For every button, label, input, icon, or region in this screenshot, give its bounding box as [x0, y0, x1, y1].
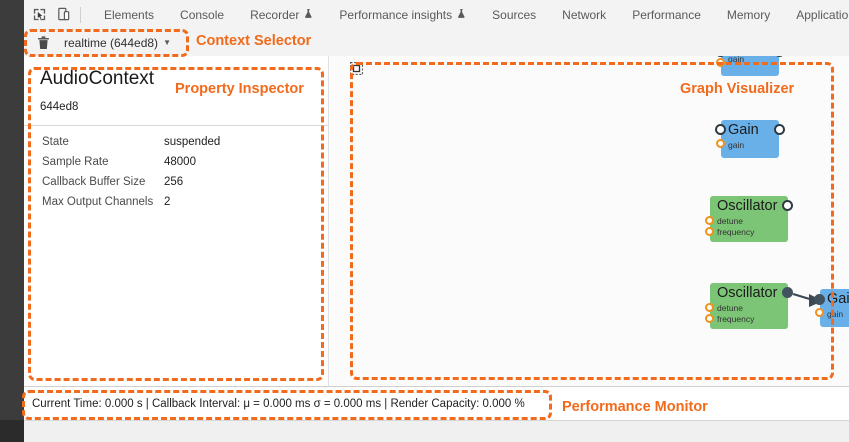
tab-application-label: Application [796, 7, 849, 22]
tab-memory-label: Memory [726, 7, 771, 22]
graph-node-param: detune [717, 303, 743, 313]
tab-console-label: Console [180, 7, 225, 22]
node-param-port-frequency[interactable] [705, 314, 714, 323]
graph-node-params: gain [820, 308, 849, 320]
tab-network[interactable]: Network [549, 0, 619, 29]
node-param-port-frequency[interactable] [705, 227, 714, 236]
resize-handle-icon[interactable] [349, 61, 364, 76]
node-param-port-gain[interactable] [815, 308, 824, 317]
graph-node-title: Oscillator [717, 285, 778, 301]
node-input-port[interactable] [715, 124, 726, 135]
tab-sources-label: Sources [492, 7, 537, 22]
graph-visualizer-pane[interactable]: Gain gain Gain gain Oscillator [330, 56, 849, 386]
devtools-tab-strip: Elements Console Recorder Performance in… [24, 0, 849, 30]
trash-icon[interactable] [32, 32, 54, 54]
graph-node-oscillator[interactable]: Oscillator detune frequency [705, 283, 793, 329]
graph-node-gain[interactable]: Gain gain [814, 289, 849, 327]
graph-node-params: gain [721, 56, 779, 65]
graph-node-title: Gain [728, 122, 759, 138]
tab-recorder-label: Recorder [250, 7, 300, 22]
experiment-flask-icon [457, 8, 466, 22]
node-output-port[interactable] [782, 200, 793, 211]
tab-sources[interactable]: Sources [479, 0, 549, 29]
graph-node-param: gain [827, 309, 844, 319]
tab-performance-label: Performance [632, 7, 701, 22]
chevron-down-icon: ▼ [163, 37, 171, 47]
inspect-cursor-icon[interactable] [28, 4, 50, 26]
property-row: State suspended [42, 136, 328, 156]
node-param-port-detune[interactable] [705, 216, 714, 225]
property-row: Sample Rate 48000 [42, 156, 328, 176]
tab-performance-insights-label: Performance insights [339, 7, 453, 22]
property-row: Callback Buffer Size 256 [42, 176, 328, 196]
experiment-flask-icon [304, 8, 313, 22]
node-input-port[interactable] [814, 294, 825, 305]
property-value: suspended [164, 136, 221, 148]
graph-node-params: gain [721, 139, 779, 151]
property-value: 48000 [164, 156, 196, 168]
node-param-port-gain[interactable] [716, 139, 725, 148]
tab-memory[interactable]: Memory [714, 0, 783, 29]
property-key: Max Output Channels [42, 196, 154, 208]
tab-elements-label: Elements [104, 7, 155, 22]
node-output-port[interactable] [774, 124, 785, 135]
bottom-strip-inner [24, 420, 849, 442]
graph-node-title: Oscillator [717, 198, 778, 214]
webaudio-body: AudioContext 644ed8 State suspended Samp… [24, 56, 849, 386]
tab-console[interactable]: Console [167, 0, 237, 29]
context-select-dropdown[interactable]: realtime (644ed8) ▼ [60, 34, 175, 52]
graph-node-params: detune frequency [710, 215, 788, 237]
context-selector-bar: realtime (644ed8) ▼ [24, 29, 849, 57]
tab-recorder[interactable]: Recorder [237, 0, 326, 29]
tab-performance[interactable]: Performance [619, 0, 714, 29]
property-key: Callback Buffer Size [42, 176, 146, 188]
node-param-port-detune[interactable] [705, 303, 714, 312]
property-value: 256 [164, 176, 184, 188]
graph-node-gain[interactable]: Gain gain [715, 120, 785, 158]
property-key: Sample Rate [42, 156, 109, 168]
inspector-divider [24, 125, 328, 126]
performance-monitor-text: Current Time: 0.000 s | Callback Interva… [32, 398, 525, 410]
graph-node-param: frequency [717, 313, 755, 324]
tab-network-label: Network [562, 7, 607, 22]
bottom-strip [0, 420, 849, 442]
node-output-port[interactable] [782, 287, 793, 298]
property-row: Max Output Channels 2 [42, 196, 328, 216]
graph-node-param: gain [728, 56, 745, 64]
graph-node-gain[interactable]: Gain gain [715, 56, 785, 76]
performance-monitor-bar: Current Time: 0.000 s | Callback Interva… [24, 386, 849, 421]
property-key: State [42, 136, 69, 148]
tab-performance-insights[interactable]: Performance insights [326, 0, 479, 29]
page-title: AudioContext [40, 68, 155, 89]
toolbar-icon-group [24, 4, 91, 26]
window-left-gutter [0, 0, 24, 442]
tab-elements[interactable]: Elements [91, 0, 167, 29]
tab-list: Elements Console Recorder Performance in… [91, 0, 849, 29]
context-id-text: 644ed8 [40, 101, 79, 113]
device-toolbar-icon[interactable] [52, 4, 74, 26]
graph-node-params: detune frequency [710, 302, 788, 324]
property-value: 2 [164, 196, 171, 208]
graph-node-param: frequency [717, 226, 755, 237]
property-rows: State suspended Sample Rate 48000 Callba… [24, 126, 328, 216]
graph-node-oscillator[interactable]: Oscillator detune frequency [705, 196, 793, 242]
toolbar-divider [80, 6, 81, 23]
context-select-value: realtime (644ed8) [64, 35, 159, 50]
tab-application[interactable]: Application [783, 0, 849, 29]
graph-node-param: detune [717, 216, 743, 226]
graph-node-param: gain [728, 140, 745, 150]
property-inspector-pane: AudioContext 644ed8 State suspended Samp… [24, 56, 329, 386]
node-param-port-gain[interactable] [716, 58, 725, 67]
